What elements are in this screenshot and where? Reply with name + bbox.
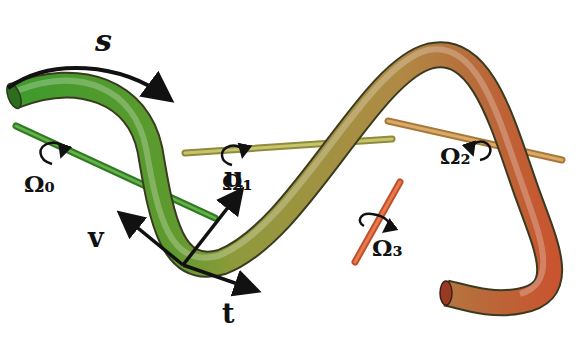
u-vector bbox=[183, 192, 240, 265]
arclength-arrow bbox=[8, 68, 168, 98]
arclength-label: s bbox=[95, 26, 112, 56]
rotation-arrow bbox=[360, 214, 389, 230]
rotation-label: Ω₂ bbox=[440, 144, 471, 167]
vector-label: t bbox=[222, 300, 234, 327]
rotation-arrow bbox=[472, 142, 491, 160]
vector-label: u bbox=[224, 164, 244, 191]
rod-highlight bbox=[16, 126, 215, 218]
rod bbox=[16, 126, 215, 218]
rotation-arrow bbox=[222, 146, 243, 165]
tube-outline bbox=[14, 55, 550, 303]
vector-label: v bbox=[88, 224, 104, 251]
rotation-arrow bbox=[40, 143, 62, 164]
v-vector bbox=[122, 215, 183, 265]
rotation-label: Ω₀ bbox=[24, 172, 55, 195]
rotation-label: Ω₃ bbox=[372, 236, 403, 259]
tube-highlight bbox=[16, 49, 543, 294]
t-vector bbox=[183, 265, 255, 290]
rod-highlight bbox=[185, 139, 392, 153]
rod bbox=[185, 139, 392, 153]
elastic-rod bbox=[14, 55, 550, 303]
tube-end bbox=[440, 281, 452, 305]
rod bbox=[388, 121, 562, 160]
rod-highlight bbox=[388, 121, 562, 160]
